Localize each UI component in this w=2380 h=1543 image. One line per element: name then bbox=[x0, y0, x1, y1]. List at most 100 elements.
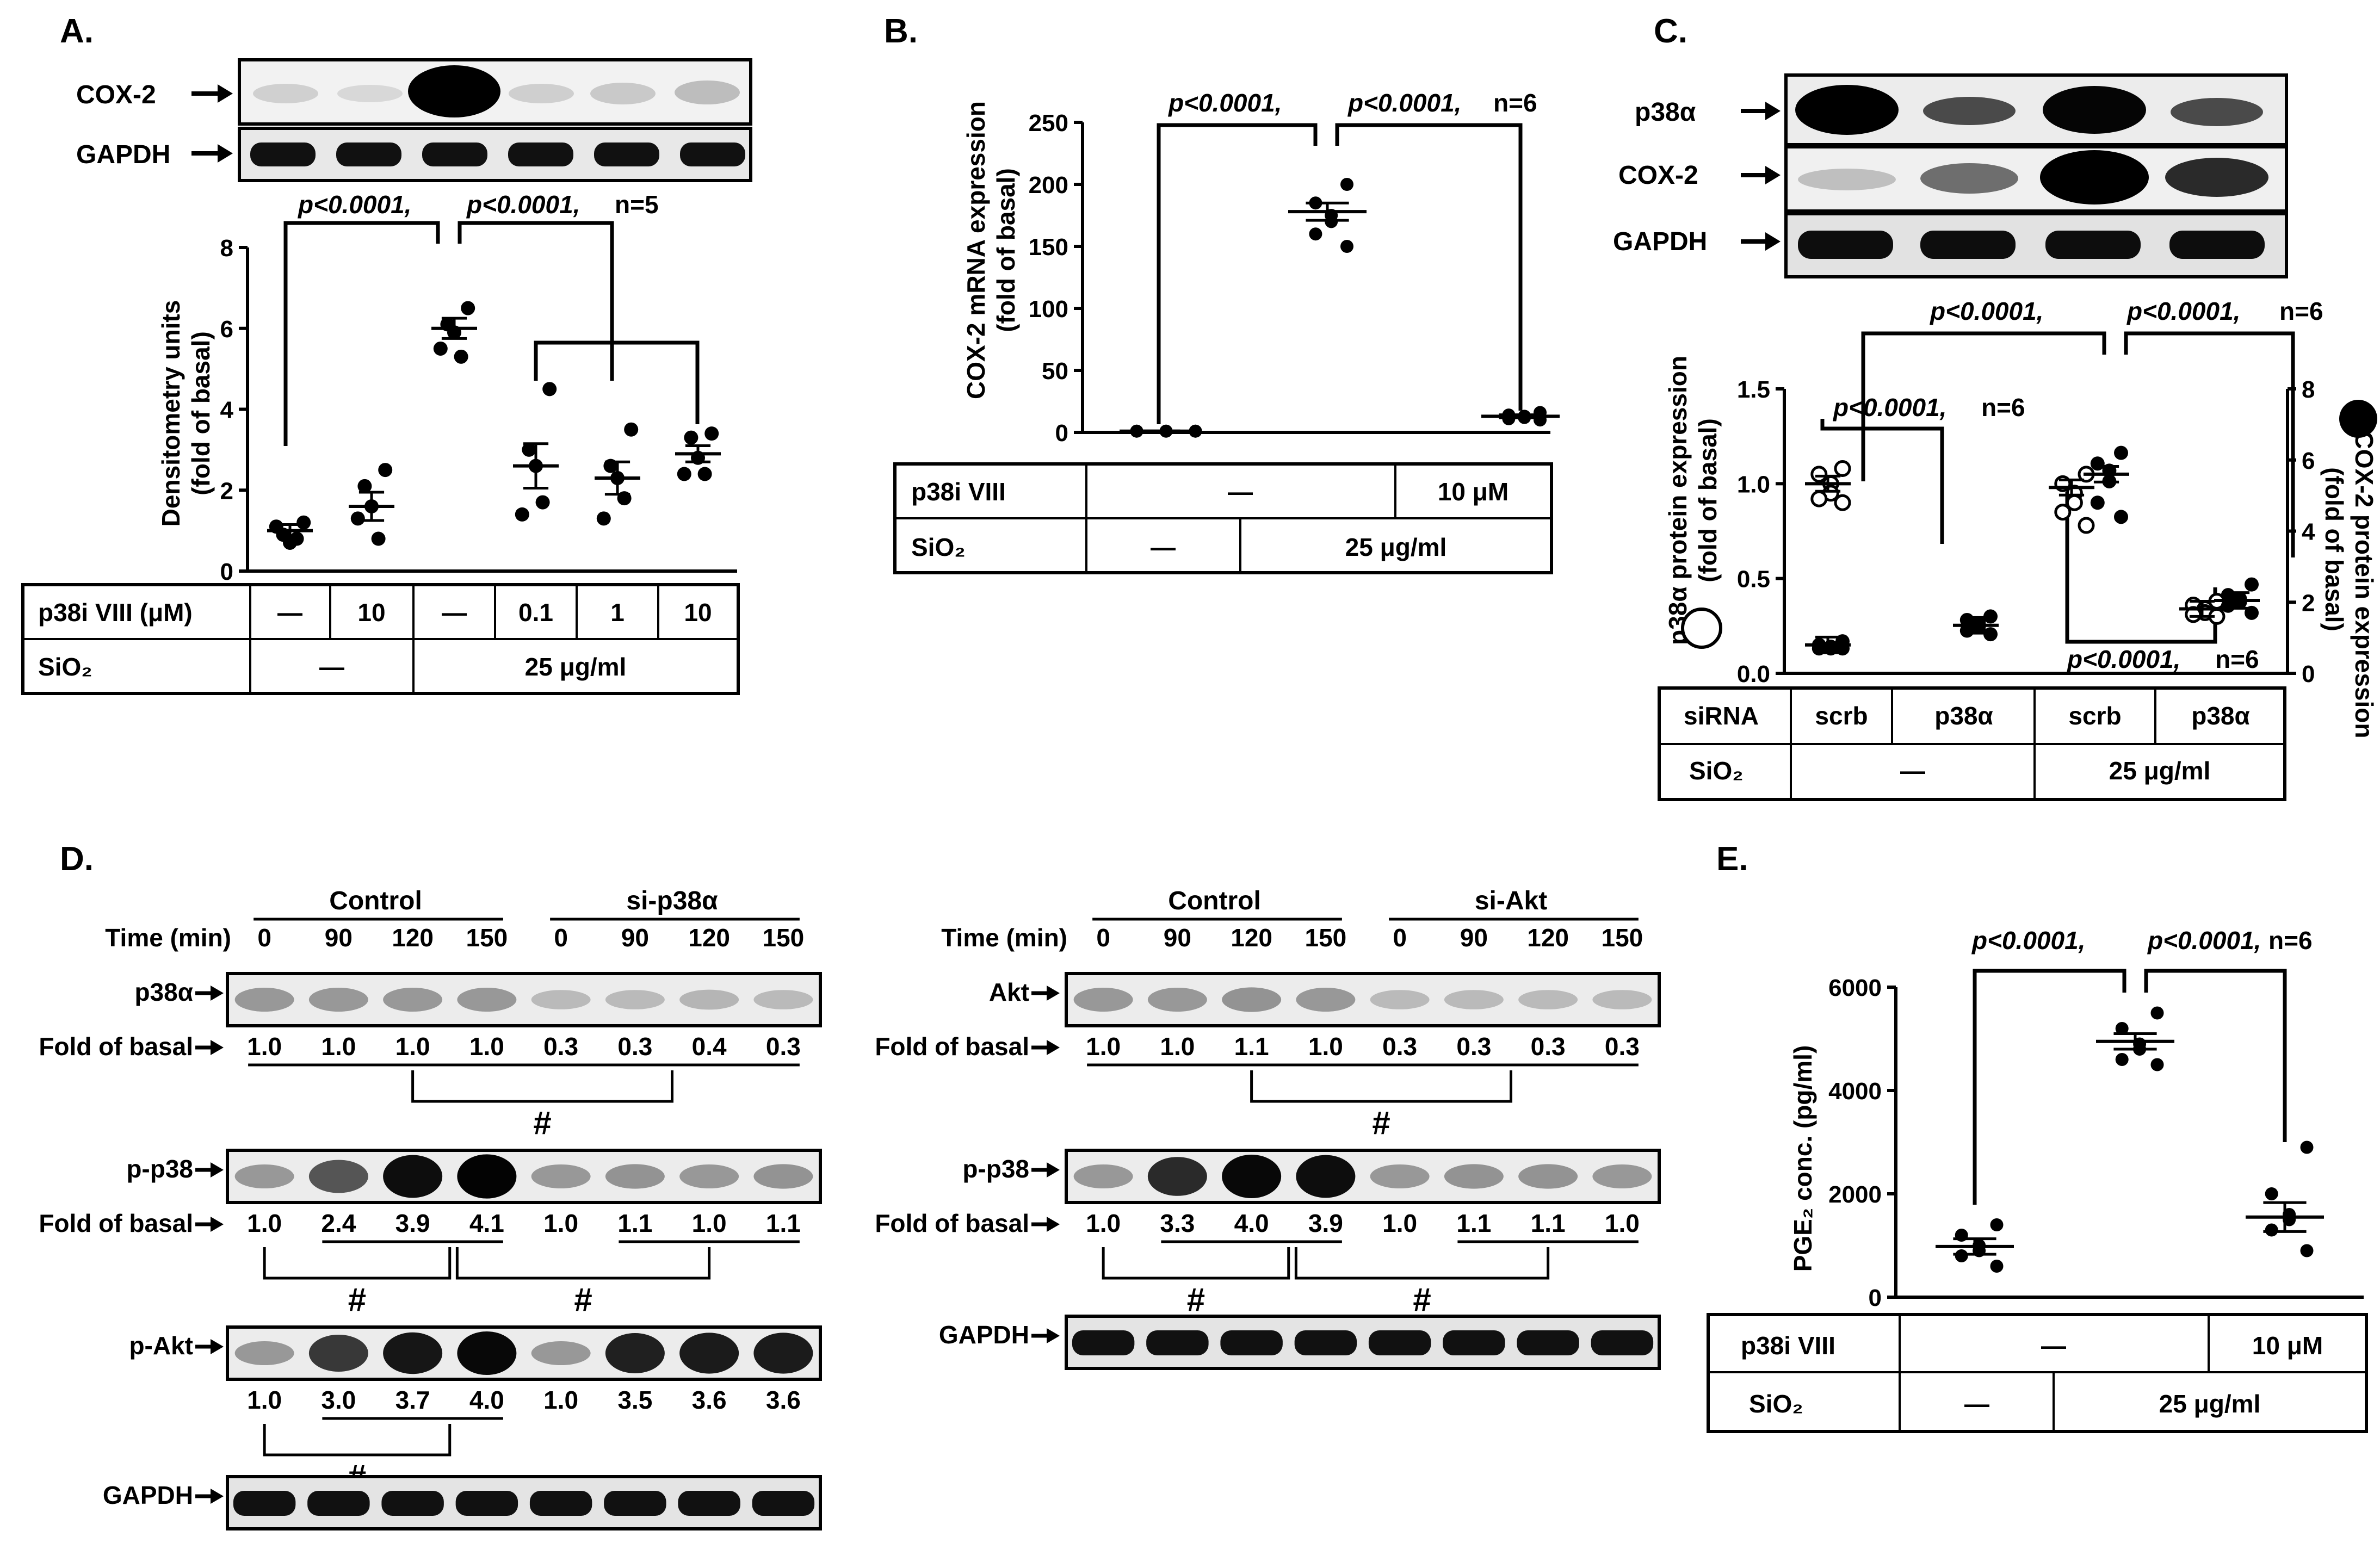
blot-band bbox=[753, 1164, 813, 1189]
fold-value: 3.6 bbox=[692, 1386, 727, 1414]
data-point bbox=[2090, 456, 2105, 471]
fold-value: 1.0 bbox=[247, 1386, 282, 1414]
fold-value: 2.4 bbox=[321, 1209, 356, 1237]
time-label: Time (min) bbox=[941, 924, 1067, 952]
panel-c: C. p38α COX-2 GAPDH p<0.0001, bbox=[1613, 13, 2378, 801]
arrow-icon bbox=[211, 1040, 224, 1055]
blot-band bbox=[1370, 990, 1430, 1009]
blot-band bbox=[1592, 1164, 1652, 1188]
blot-band bbox=[457, 1154, 517, 1199]
y-tick-label: 50 bbox=[1042, 358, 1068, 385]
blot-band bbox=[1146, 1330, 1209, 1355]
table-cell: p38α bbox=[1934, 702, 1993, 730]
blot-band bbox=[383, 1155, 443, 1198]
arrow-icon bbox=[1047, 1217, 1060, 1232]
y-tick-label: 0.0 bbox=[1737, 661, 1770, 687]
panel-b: B. p<0.0001, p<0.0001, n=6 COX-2 mRNA ex… bbox=[884, 13, 1560, 574]
significance-bracket bbox=[1157, 123, 1523, 424]
time-point: 120 bbox=[1527, 924, 1569, 952]
fold-value: 1.1 bbox=[1456, 1209, 1491, 1237]
blot-label-gapdh: GAPDH bbox=[76, 140, 170, 169]
fold-value: 1.0 bbox=[1160, 1032, 1195, 1061]
data-point bbox=[2245, 577, 2259, 592]
fold-value: 4.1 bbox=[469, 1209, 504, 1237]
y-tick-label: 0 bbox=[1055, 420, 1068, 447]
group-label: Control bbox=[1168, 887, 1261, 915]
table-cell: p38α bbox=[2191, 702, 2250, 730]
comparison-bracket bbox=[455, 1247, 711, 1280]
data-point bbox=[454, 349, 468, 364]
table-cell: 25 μg/ml bbox=[1345, 533, 1447, 561]
y2-axis-label-sub: (fold of basal) bbox=[2320, 467, 2348, 631]
fold-value: 0.3 bbox=[1531, 1032, 1566, 1061]
blot-band bbox=[1222, 987, 1282, 1012]
blot-strip-cox2 bbox=[238, 58, 752, 126]
hash-symbol: # bbox=[533, 1105, 551, 1141]
arrow-icon bbox=[1741, 166, 1781, 184]
condition-table: p38i VIII SiO₂ — 10 μM — 25 μg/ml bbox=[1707, 1313, 2368, 1433]
data-point bbox=[2115, 1022, 2129, 1035]
filled-circle-legend-icon bbox=[2339, 400, 2377, 438]
blot-band bbox=[1368, 1330, 1431, 1355]
y-tick-label: 2 bbox=[220, 478, 233, 504]
table-row-label: SiO₂ bbox=[38, 653, 92, 681]
panel-c-label: C. bbox=[1654, 13, 1687, 50]
y-tick-label: 1.5 bbox=[1737, 376, 1770, 403]
data-point bbox=[2054, 504, 2072, 521]
time-point: 150 bbox=[466, 924, 508, 952]
fold-value: 0.3 bbox=[1605, 1032, 1640, 1061]
y-tick-label: 6 bbox=[220, 316, 233, 343]
fold-value: 1.1 bbox=[617, 1209, 652, 1237]
data-point bbox=[1340, 240, 1353, 253]
data-point bbox=[461, 301, 475, 315]
y-tick-label: 0 bbox=[1869, 1285, 1882, 1311]
y-tick-label: 4000 bbox=[1828, 1078, 1882, 1105]
data-point bbox=[1810, 490, 1828, 507]
arrow-icon bbox=[1741, 232, 1781, 251]
table-row-label: p38i VIII (μM) bbox=[38, 598, 193, 627]
data-point bbox=[2114, 445, 2128, 460]
time-point: 120 bbox=[392, 924, 434, 952]
fold-value: 1.0 bbox=[543, 1386, 578, 1414]
data-point bbox=[378, 463, 393, 478]
blot-band bbox=[531, 1341, 591, 1365]
hash-symbol: # bbox=[348, 1281, 366, 1318]
panel-a: A. COX-2 GAPDH p<0.0001, p<0.0001, n=5 D… bbox=[21, 13, 752, 695]
data-point bbox=[2300, 1244, 2314, 1257]
comparison-bracket bbox=[1294, 1247, 1550, 1280]
condition-table: siRNA SiO₂ scrb p38α scrb p38α — 25 μg/m… bbox=[1658, 686, 2286, 801]
arrow-icon bbox=[191, 84, 233, 103]
table-cell: — bbox=[2041, 1331, 2066, 1360]
fold-value: 1.0 bbox=[1308, 1032, 1343, 1061]
panel-e-label: E. bbox=[1716, 840, 1748, 878]
data-point bbox=[1955, 1249, 1968, 1262]
blot-row-label: GAPDH bbox=[939, 1321, 1029, 1349]
table-cell: 0.1 bbox=[518, 598, 553, 627]
time-point: 120 bbox=[1231, 924, 1272, 952]
arrow-icon bbox=[211, 986, 224, 1001]
fold-value: 1.0 bbox=[692, 1209, 727, 1237]
panel-b-label: B. bbox=[884, 13, 918, 50]
stat-p-value: p<0.0001, bbox=[1971, 926, 2085, 955]
stat-n: n=6 bbox=[2215, 645, 2259, 673]
y-tick-label: 8 bbox=[220, 235, 233, 262]
y-axis-label: PGE₂ conc. (pg/ml) bbox=[1789, 1045, 1817, 1272]
y2-tick-label: 8 bbox=[2302, 376, 2315, 403]
y2-tick-label: 0 bbox=[2302, 661, 2315, 687]
data-point bbox=[2300, 1141, 2314, 1154]
y-axis-label: p38α protein expression bbox=[1664, 356, 1692, 645]
data-point bbox=[697, 467, 712, 481]
table-cell: 1 bbox=[610, 598, 625, 627]
time-point: 0 bbox=[1096, 924, 1110, 952]
data-point bbox=[357, 479, 372, 493]
time-point: 90 bbox=[1164, 924, 1191, 952]
fold-value: 1.0 bbox=[247, 1032, 282, 1061]
fold-value: 3.5 bbox=[617, 1386, 652, 1414]
data-point bbox=[2115, 1053, 2129, 1066]
blot-band bbox=[753, 990, 813, 1009]
stat-p-value: p<0.0001, bbox=[2066, 645, 2180, 673]
